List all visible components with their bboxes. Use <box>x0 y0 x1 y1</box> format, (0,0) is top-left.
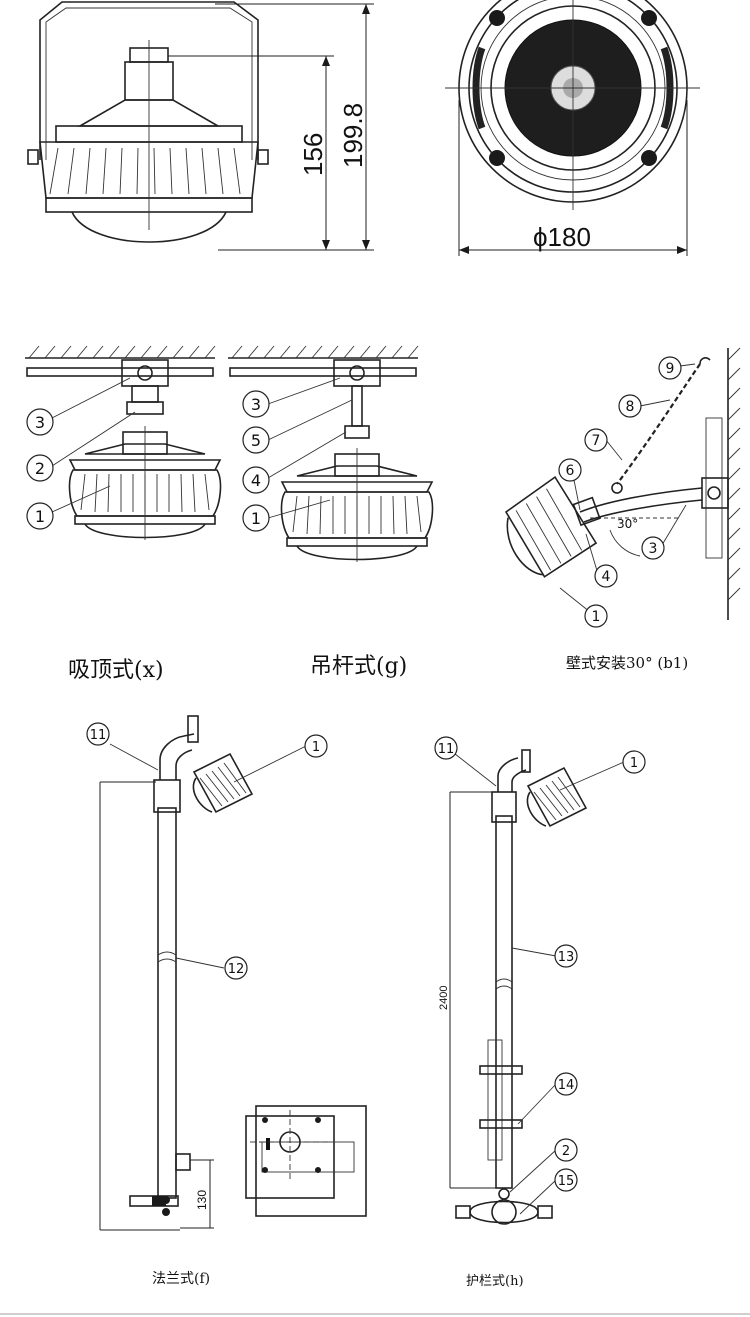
svg-text:9: 9 <box>666 361 675 377</box>
svg-text:12: 12 <box>228 962 245 977</box>
callout-marker: 7 <box>584 428 608 452</box>
guardrail-height-dim: 2400 <box>438 986 450 1010</box>
callout-marker: 4 <box>242 466 270 494</box>
callout-marker: 11 <box>86 722 110 746</box>
callout-marker: 3 <box>242 390 270 418</box>
svg-text:1: 1 <box>312 740 320 755</box>
caption-guardrail-mount: 护栏式(h) <box>466 1274 524 1289</box>
callouts-view-3: 9 8 7 6 3 4 1 <box>558 356 682 628</box>
flange-pole-view: 130 <box>99 715 367 1231</box>
caption-wall-mount: 壁式安装30° (b1) <box>566 654 689 672</box>
callouts-view-5: 11 1 13 14 2 15 <box>434 736 646 1192</box>
callout-marker: 3 <box>641 536 665 560</box>
callout-marker: 3 <box>26 408 54 436</box>
svg-text:2: 2 <box>35 459 45 478</box>
dim-height-total: 199.8 <box>338 103 368 168</box>
callout-marker: 1 <box>622 750 646 774</box>
svg-text:1: 1 <box>35 507 45 526</box>
callout-marker: 1 <box>26 502 54 530</box>
callout-marker: 15 <box>554 1168 578 1192</box>
svg-text:14: 14 <box>558 1078 575 1093</box>
svg-text:13: 13 <box>558 950 575 965</box>
svg-text:7: 7 <box>592 433 601 449</box>
dim-height-short: 156 <box>298 133 328 176</box>
angle-label: 30° <box>617 517 638 531</box>
svg-text:4: 4 <box>602 569 611 585</box>
svg-text:3: 3 <box>251 395 261 414</box>
svg-text:11: 11 <box>438 742 455 757</box>
callout-marker: 6 <box>558 458 582 482</box>
plan-view: ϕ180 <box>445 0 700 256</box>
callout-marker: 9 <box>658 356 682 380</box>
svg-text:4: 4 <box>251 471 261 490</box>
dim-diameter: ϕ180 <box>533 222 591 252</box>
svg-text:2: 2 <box>562 1144 570 1159</box>
wall-mount-view: 30° <box>504 347 741 620</box>
svg-text:1: 1 <box>592 609 601 625</box>
callout-marker: 8 <box>618 394 642 418</box>
callout-marker: 14 <box>554 1072 578 1096</box>
svg-text:3: 3 <box>649 541 658 557</box>
svg-text:6: 6 <box>566 463 575 479</box>
callouts-view-4: 11 1 12 <box>86 722 328 980</box>
svg-text:3: 3 <box>35 413 45 432</box>
callout-marker: 5 <box>242 426 270 454</box>
svg-text:5: 5 <box>251 431 261 450</box>
caption-pendant-mount: 吊杆式(g) <box>310 654 408 679</box>
svg-text:1: 1 <box>630 756 638 771</box>
callouts-view-1: 3 2 1 <box>26 408 54 530</box>
svg-text:1: 1 <box>251 509 261 528</box>
callout-marker: 13 <box>554 944 578 968</box>
ceiling-mount-view <box>24 345 222 541</box>
callout-marker: 1 <box>242 504 270 532</box>
caption-ceiling-mount: 吸顶式(x) <box>68 658 164 683</box>
guardrail-pole-view: 2400 <box>438 749 625 1225</box>
svg-text:11: 11 <box>90 728 107 743</box>
front-elevation-view: 156 199.8 <box>27 1 374 251</box>
caption-flange-mount: 法兰式(f) <box>152 1271 211 1287</box>
callout-marker: 2 <box>26 454 54 482</box>
flange-height-dim: 130 <box>195 1190 209 1210</box>
svg-text:15: 15 <box>558 1174 575 1189</box>
callout-marker: 2 <box>554 1138 578 1162</box>
svg-text:8: 8 <box>626 399 635 415</box>
callout-marker: 11 <box>434 736 458 760</box>
callouts-view-2: 3 5 4 1 <box>242 390 270 532</box>
callout-marker: 1 <box>584 604 608 628</box>
pendant-mount-view <box>227 345 434 563</box>
callout-marker: 4 <box>594 564 618 588</box>
callout-marker: 1 <box>304 734 328 758</box>
callout-marker: 12 <box>224 956 248 980</box>
